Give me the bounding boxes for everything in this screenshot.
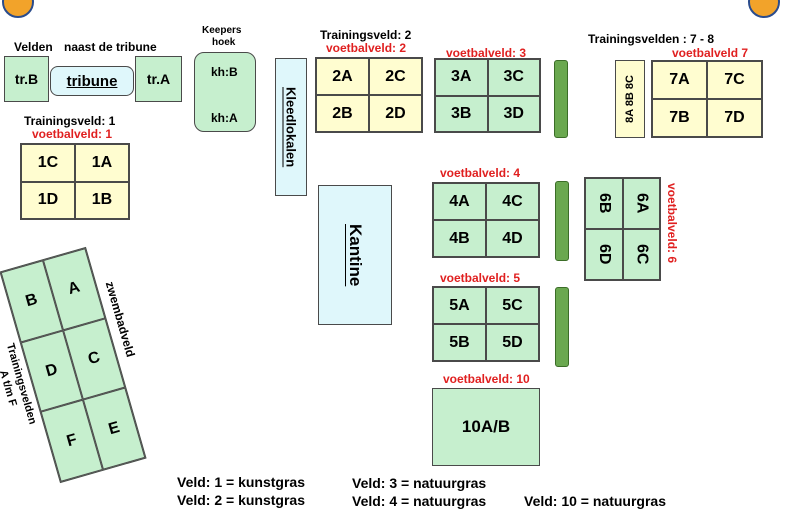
- field4-grid: 4A 4C 4B 4D: [432, 182, 540, 258]
- keepers-b-label: kh:B: [211, 65, 238, 79]
- field6-cell: 6B: [585, 178, 623, 229]
- field1-cell: 1C: [21, 144, 75, 182]
- field4-sublabel: voetbalveld: 4: [440, 166, 521, 180]
- field10-label: 10A/B: [461, 417, 511, 436]
- legend-veld1: Veld: 1 = kunstgras: [177, 474, 305, 490]
- field3-cell: 3C: [487, 59, 540, 96]
- hoek-label: hoek: [212, 37, 236, 48]
- field1-grid: 1C 1A 1D 1B: [20, 143, 130, 220]
- field3-cell: 3D: [487, 95, 540, 132]
- field2-cell: 2D: [369, 95, 422, 132]
- kleedlokalen-box: Kleedlokalen: [275, 58, 307, 196]
- naast-label: naast de tribune: [64, 40, 157, 54]
- field4-cell: 4A: [433, 183, 486, 220]
- kantine-label: Kantine: [346, 223, 365, 287]
- field3-sublabel: voetbalveld: 3: [446, 46, 527, 60]
- field3-grid: 3A 3C 3B 3D: [434, 58, 541, 133]
- field7-label: Trainingsvelden : 7 - 8: [588, 32, 715, 46]
- field2-sublabel: voetbalveld: 2: [326, 41, 407, 55]
- keepers-a-label: kh:A: [211, 111, 238, 125]
- field6-cell-label: 6C: [633, 244, 651, 265]
- tribune-b-box: tr.B: [4, 56, 49, 102]
- tribune-a-label: tr.A: [146, 71, 171, 87]
- field6-sublabel: voetbalveld: 6: [665, 183, 679, 264]
- field3-cell: 3B: [435, 95, 488, 132]
- keepers-label: Keepers: [202, 25, 242, 36]
- kleedlokalen-label: Kleedlokalen: [283, 86, 299, 168]
- field5-cell: 5C: [486, 287, 539, 324]
- legend-veld3: Veld: 3 = natuurgras: [352, 475, 487, 491]
- logo-right-icon: [748, 0, 780, 18]
- legend-veld4: Veld: 4 = natuurgras: [352, 493, 487, 509]
- field6-cell: 6A: [622, 178, 660, 229]
- field10-sublabel: voetbalveld: 10: [443, 372, 530, 386]
- field2-cell: 2B: [316, 95, 369, 132]
- tribune-a-box: tr.A: [135, 56, 182, 102]
- field3-cell: 3A: [435, 59, 488, 96]
- field6-cell-label: 6A: [633, 193, 651, 214]
- velden-label: Velden: [14, 40, 53, 54]
- keepers-box: kh:B kh:A: [194, 52, 256, 132]
- field6-cell-label: 6D: [595, 244, 613, 265]
- field3-bar: [554, 60, 568, 138]
- field2-cell: 2C: [369, 58, 422, 95]
- tribune-label: tribune: [66, 72, 118, 90]
- field1-cell: 1D: [21, 181, 75, 219]
- field6-cell: 6C: [622, 229, 660, 280]
- field1-cell: 1B: [75, 181, 129, 219]
- field7-cell: 7C: [707, 61, 762, 99]
- field2-cell: 2A: [316, 58, 369, 95]
- field1-cell: 1A: [75, 144, 129, 182]
- field1-sublabel: voetbalveld: 1: [32, 127, 113, 141]
- field4-bar: [555, 181, 569, 261]
- legend-veld2: Veld: 2 = kunstgras: [177, 492, 305, 508]
- field5-cell: 5D: [486, 324, 539, 361]
- tribune-b-label: tr.B: [14, 71, 39, 87]
- kantine-box: Kantine: [318, 185, 392, 325]
- field5-cell: 5B: [433, 324, 486, 361]
- field10-box: 10A/B: [432, 388, 540, 466]
- field8-box: 8A 8B 8C: [615, 60, 645, 138]
- field2-label: Trainingsveld: 2: [320, 28, 412, 42]
- field5-grid: 5A 5C 5B 5D: [432, 286, 540, 362]
- field2-grid: 2A 2C 2B 2D: [315, 57, 423, 133]
- field4-cell: 4B: [433, 220, 486, 257]
- field4-cell: 4C: [486, 183, 539, 220]
- field1-label: Trainingsveld: 1: [24, 114, 116, 128]
- field5-bar: [555, 287, 569, 367]
- field5-sublabel: voetbalveld: 5: [440, 271, 521, 285]
- field7-cell: 7D: [707, 99, 762, 137]
- tribune-box: tribune: [50, 66, 134, 96]
- field4-cell: 4D: [486, 220, 539, 257]
- field7-sublabel: voetbalveld 7: [672, 46, 749, 60]
- field7-cell: 7A: [652, 61, 707, 99]
- field7-grid: 7A 7C 7B 7D: [651, 60, 763, 138]
- field7-cell: 7B: [652, 99, 707, 137]
- zwembadveld-group: B A D C F E zwembadveld Trainingsvelden …: [0, 246, 147, 484]
- field8-label: 8A 8B 8C: [624, 75, 636, 123]
- logo-left-icon: [2, 0, 34, 18]
- field6-cell-label: 6B: [595, 193, 613, 214]
- legend-veld10: Veld: 10 = natuurgras: [524, 493, 666, 509]
- field6-grid: 6B 6A 6D 6C: [584, 177, 661, 281]
- field5-cell: 5A: [433, 287, 486, 324]
- field6-cell: 6D: [585, 229, 623, 280]
